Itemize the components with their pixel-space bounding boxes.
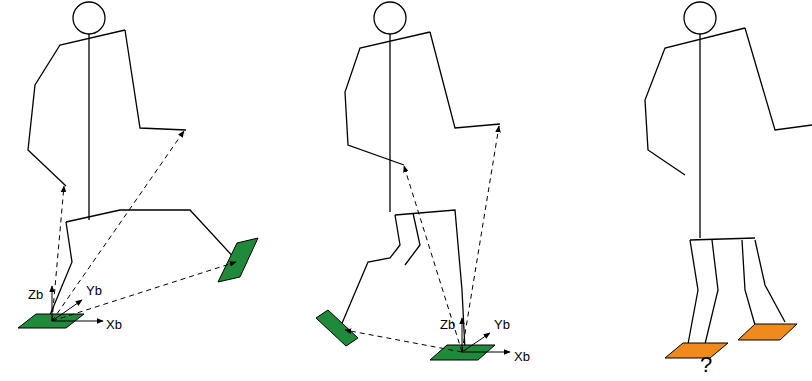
axis-label: Zb — [440, 318, 455, 331]
head — [374, 2, 406, 34]
question-mark: ? — [700, 354, 712, 376]
right-leg — [742, 240, 755, 325]
left-leg — [688, 240, 698, 344]
axis-label: Xb — [514, 350, 530, 363]
leg-outline — [405, 213, 420, 265]
axis-label: Xb — [106, 318, 122, 331]
x-axis — [462, 352, 510, 353]
position-vector — [52, 186, 64, 321]
head — [73, 2, 105, 34]
position-vector — [345, 330, 462, 352]
z-axis — [52, 286, 53, 321]
torso — [88, 34, 89, 220]
left-arm — [645, 28, 745, 175]
y-axis — [462, 333, 490, 352]
y-axis — [52, 300, 82, 321]
torso — [389, 34, 390, 212]
left-arm — [345, 32, 430, 165]
axis-label: Yb — [494, 318, 510, 331]
z-axis — [462, 318, 463, 352]
axis-label: Zb — [28, 288, 43, 301]
foot — [665, 343, 728, 358]
foot — [738, 324, 797, 340]
torso — [699, 34, 700, 238]
head — [684, 2, 716, 34]
x-axis — [52, 321, 103, 322]
hip — [690, 238, 755, 240]
position-vector — [462, 126, 499, 352]
right-arm — [745, 28, 812, 130]
axis-label: Yb — [86, 284, 102, 297]
left-arm — [28, 30, 125, 186]
right-arm — [125, 30, 186, 130]
position-vector — [52, 262, 236, 321]
right-arm — [430, 32, 500, 128]
right-leg-outline — [755, 240, 785, 322]
left-leg-outline — [705, 240, 718, 344]
position-vector — [404, 166, 462, 352]
position-vector — [52, 131, 184, 321]
swing-leg — [66, 210, 238, 262]
swing-foot — [316, 310, 358, 346]
swing-leg — [340, 215, 400, 328]
stance-leg — [395, 210, 465, 350]
swing-foot — [218, 238, 258, 282]
